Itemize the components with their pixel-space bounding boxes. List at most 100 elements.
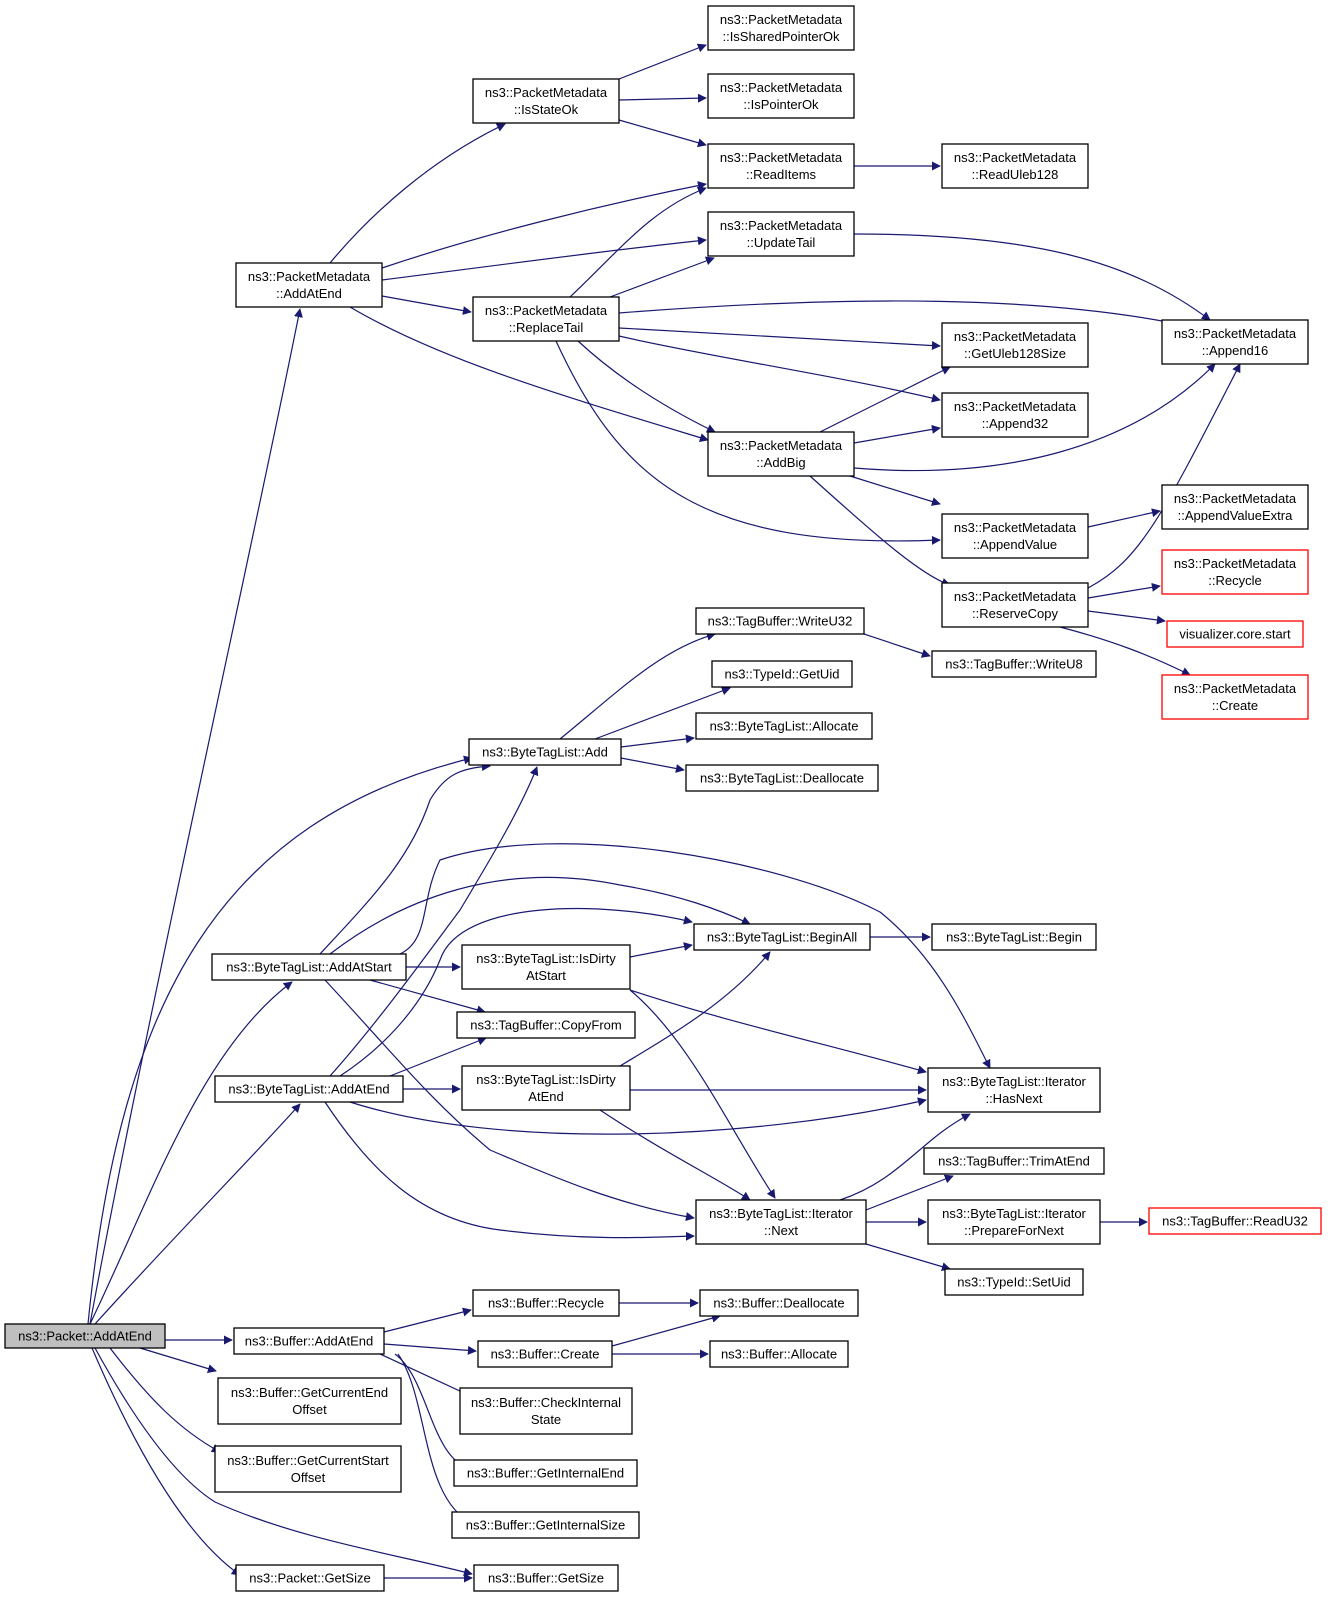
node-btl-allocate[interactable]: ns3::ByteTagList::Allocate bbox=[695, 712, 873, 740]
node-pm-isstateok[interactable]: ns3::PacketMetadata::IsStateOk bbox=[472, 78, 620, 124]
edge-btl-it-next-to-tb-trimatend bbox=[865, 1174, 954, 1211]
node-tb-trimatend[interactable]: ns3::TagBuffer::TrimAtEnd bbox=[923, 1147, 1105, 1175]
node-pm-readuleb128[interactable]: ns3::PacketMetadata::ReadUleb128 bbox=[941, 143, 1089, 189]
node-pm-appendvalue[interactable]: ns3::PacketMetadata::AppendValue bbox=[941, 513, 1089, 559]
node-label: ns3::Buffer::CheckInternal bbox=[471, 1395, 621, 1410]
edge-btl-isdirtyatend-to-btl-it-next bbox=[599, 1109, 751, 1201]
edge-pm-replacetail-to-pm-readitems bbox=[569, 186, 707, 298]
edge-pm-addbig-to-pm-reservecopy bbox=[809, 475, 951, 587]
node-label: visualizer.core.start bbox=[1179, 627, 1291, 642]
node-tb-copyfrom[interactable]: ns3::TagBuffer::CopyFrom bbox=[456, 1011, 636, 1039]
node-pm-readitems[interactable]: ns3::PacketMetadata::ReadItems bbox=[707, 143, 855, 189]
node-pkt-getsize[interactable]: ns3::Packet::GetSize bbox=[235, 1564, 385, 1592]
node-box bbox=[693, 923, 871, 951]
node-label: ns3::Buffer::Recycle bbox=[488, 1296, 604, 1311]
node-pm-updatetail[interactable]: ns3::PacketMetadata::UpdateTail bbox=[707, 211, 855, 257]
node-buf-deallocate[interactable]: ns3::Buffer::Deallocate bbox=[699, 1289, 859, 1317]
node-viz-start[interactable]: visualizer.core.start bbox=[1166, 620, 1304, 648]
node-btl-it-preparefornext[interactable]: ns3::ByteTagList::Iterator::PrepareForNe… bbox=[927, 1199, 1101, 1245]
edge-pm-reservecopy-to-pm-recycle bbox=[1087, 582, 1161, 599]
node-buf-getsize[interactable]: ns3::Buffer::GetSize bbox=[473, 1564, 619, 1592]
node-label: AtStart bbox=[526, 968, 566, 983]
node-pm-issharedpointerok[interactable]: ns3::PacketMetadata::IsSharedPointerOk bbox=[707, 5, 855, 51]
node-buf-allocate[interactable]: ns3::Buffer::Allocate bbox=[709, 1340, 849, 1368]
node-pm-replacetail[interactable]: ns3::PacketMetadata::ReplaceTail bbox=[472, 296, 620, 342]
edge-btl-addatstart-to-btl-it-hasnext bbox=[399, 843, 991, 1069]
node-label: ns3::PacketMetadata bbox=[954, 589, 1077, 604]
edges bbox=[87, 43, 1241, 1583]
node-box bbox=[1161, 549, 1309, 595]
node-box bbox=[707, 73, 855, 119]
edge-pm-addatend-to-pm-readitems bbox=[381, 181, 707, 269]
node-buf-recycle[interactable]: ns3::Buffer::Recycle bbox=[472, 1289, 620, 1317]
node-box bbox=[461, 944, 631, 990]
node-box bbox=[456, 1011, 636, 1039]
node-pm-append16[interactable]: ns3::PacketMetadata::Append16 bbox=[1161, 319, 1309, 365]
node-btl-it-hasnext[interactable]: ns3::ByteTagList::Iterator::HasNext bbox=[927, 1067, 1101, 1113]
node-pm-append32[interactable]: ns3::PacketMetadata::Append32 bbox=[941, 392, 1089, 438]
node-label: ::Append32 bbox=[982, 416, 1049, 431]
node-buf-addatend[interactable]: ns3::Buffer::AddAtEnd bbox=[233, 1327, 385, 1355]
edge-btl-it-next-to-typeid-setuid bbox=[865, 1243, 951, 1272]
node-label: ns3::PacketMetadata bbox=[954, 399, 1077, 414]
edge-pm-replacetail-to-pm-appendvalue bbox=[555, 340, 941, 545]
edge-btl-add-to-btl-deallocate bbox=[620, 757, 685, 773]
node-box bbox=[685, 764, 879, 792]
node-pm-addbig[interactable]: ns3::PacketMetadata::AddBig bbox=[707, 431, 855, 477]
node-tb-readu32[interactable]: ns3::TagBuffer::ReadU32 bbox=[1148, 1207, 1322, 1235]
node-btl-addatstart[interactable]: ns3::ByteTagList::AddAtStart bbox=[211, 953, 407, 981]
node-btl-deallocate[interactable]: ns3::ByteTagList::Deallocate bbox=[685, 764, 879, 792]
node-label: ns3::PacketMetadata bbox=[720, 438, 843, 453]
node-label: ns3::ByteTagList::Deallocate bbox=[700, 771, 864, 786]
edge-btl-addatstart-to-btl-add bbox=[319, 762, 491, 955]
node-label: ns3::ByteTagList::Iterator bbox=[942, 1074, 1086, 1089]
node-buf-getinternalsize[interactable]: ns3::Buffer::GetInternalSize bbox=[451, 1511, 640, 1539]
node-pm-getuleb128size[interactable]: ns3::PacketMetadata::GetUleb128Size bbox=[941, 322, 1089, 368]
node-tb-writeu32[interactable]: ns3::TagBuffer::WriteU32 bbox=[695, 607, 865, 635]
node-label: ns3::ByteTagList::Begin bbox=[946, 930, 1082, 945]
edge-buf-addatend-to-buf-create bbox=[383, 1343, 477, 1355]
node-btl-beginall[interactable]: ns3::ByteTagList::BeginAll bbox=[693, 923, 871, 951]
node-pm-reservecopy[interactable]: ns3::PacketMetadata::ReserveCopy bbox=[941, 582, 1089, 628]
node-box bbox=[472, 296, 620, 342]
node-typeid-setuid[interactable]: ns3::TypeId::SetUid bbox=[944, 1268, 1084, 1296]
node-pm-ispointerok[interactable]: ns3::PacketMetadata::IsPointerOk bbox=[707, 73, 855, 119]
node-label: ns3::ByteTagList::IsDirty bbox=[476, 1072, 616, 1087]
node-btl-it-next[interactable]: ns3::ByteTagList::Iterator::Next bbox=[695, 1199, 867, 1245]
node-box bbox=[707, 5, 855, 51]
node-pm-recycle[interactable]: ns3::PacketMetadata::Recycle bbox=[1161, 549, 1309, 595]
nodes: ns3::Packet::AddAtEnd ns3::PacketMetadata… bbox=[4, 5, 1322, 1592]
node-buf-getinternalend[interactable]: ns3::Buffer::GetInternalEnd bbox=[453, 1459, 638, 1487]
node-buf-create[interactable]: ns3::Buffer::Create bbox=[477, 1340, 613, 1368]
node-btl-addatend[interactable]: ns3::ByteTagList::AddAtEnd bbox=[214, 1075, 404, 1103]
edge-btl-addatend-to-btl-add bbox=[329, 766, 539, 1077]
node-tb-writeu8[interactable]: ns3::TagBuffer::WriteU8 bbox=[931, 650, 1097, 678]
node-btl-begin[interactable]: ns3::ByteTagList::Begin bbox=[931, 923, 1097, 951]
node-box bbox=[707, 431, 855, 477]
node-typeid-getuid[interactable]: ns3::TypeId::GetUid bbox=[711, 660, 853, 688]
node-label: State bbox=[531, 1412, 561, 1427]
node-box bbox=[923, 1147, 1105, 1175]
node-label: ::Create bbox=[1212, 698, 1258, 713]
node-pm-addatend[interactable]: ns3::PacketMetadata::AddAtEnd bbox=[235, 262, 383, 308]
edge-btl-isdirtyatstart-to-btl-it-hasnext bbox=[629, 989, 927, 1075]
node-root[interactable]: ns3::Packet::AddAtEnd bbox=[4, 1323, 166, 1349]
edge-pm-addbig-to-pm-appendvalue bbox=[849, 475, 941, 506]
node-pm-appendvalueextra[interactable]: ns3::PacketMetadata::AppendValueExtra bbox=[1161, 484, 1309, 530]
node-box bbox=[473, 1564, 619, 1592]
node-box bbox=[944, 1268, 1084, 1296]
edge-pm-addatend-to-pm-replacetail bbox=[381, 295, 472, 315]
edge-btl-addatstart-to-tb-copyfrom bbox=[369, 979, 486, 1015]
edge-pm-reservecopy-to-pm-append16 bbox=[1087, 363, 1241, 589]
node-box bbox=[4, 1323, 166, 1349]
edge-btl-isdirtyatend-to-btl-beginall bbox=[619, 951, 771, 1067]
node-pm-create[interactable]: ns3::PacketMetadata::Create bbox=[1161, 674, 1309, 720]
node-btl-add[interactable]: ns3::ByteTagList::Add bbox=[468, 738, 622, 766]
edge-btl-it-next-to-btl-it-hasnext bbox=[839, 1113, 971, 1201]
